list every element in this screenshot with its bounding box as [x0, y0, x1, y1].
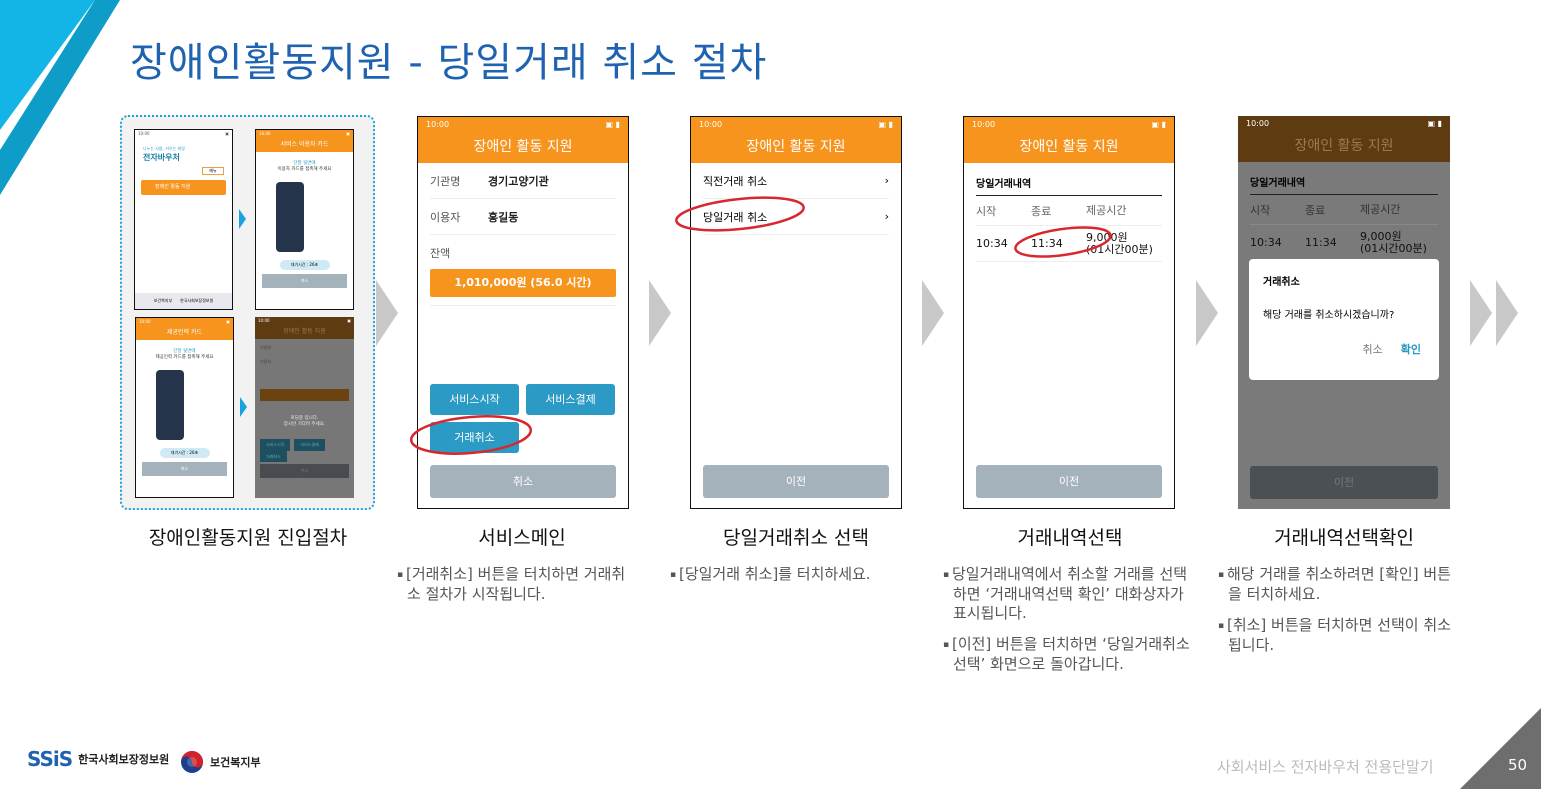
app-header: 장애인 활동 지원 [1238, 132, 1450, 162]
highlight-circle [675, 196, 805, 232]
brand: 전자바우처 [143, 153, 180, 162]
balance-label: 잔액 [430, 247, 451, 260]
caption-service-main: 서비스메인 [478, 527, 566, 549]
cancel-button[interactable]: 취소 [430, 465, 616, 498]
caption-entry: 장애인활동지원 진입절차 [148, 527, 348, 549]
description-service-main: [거래취소] 버튼을 터치하면 거래취소 절차가 시작됩니다. [397, 565, 637, 616]
mini-screen-provider-card: 10:00▣ 제공인력 카드 단말 뒷면에 제공인력 카드를 접촉해 주세요 대… [135, 317, 234, 498]
balance-value: 1,010,000원 (56.0 시간) [430, 269, 616, 297]
phone-image [276, 182, 304, 252]
mini-screen-home: 10:00▣ 나누는 사람, 키우는 희망 전자바우처 메뉴 장애인 활동 지원… [134, 129, 233, 310]
step-arrow-icon [922, 280, 944, 346]
app-header: 장애인 활동 지원 [964, 133, 1174, 163]
footer-logo-2: 한국사회보장정보원 [180, 298, 214, 303]
service-start-button[interactable]: 서비스시작 [430, 384, 519, 415]
entry-procedure-group: 10:00▣ 나누는 사람, 키우는 희망 전자바우처 메뉴 장애인 활동 지원… [120, 115, 375, 510]
prev-button[interactable]: 이전 [703, 465, 889, 498]
phone-image [156, 370, 184, 440]
cancel-button[interactable]: 취소 [262, 274, 347, 288]
highlight-circle [1014, 226, 1112, 258]
next-arrow-icon [1496, 280, 1518, 346]
description-transaction-confirm: 해당 거래를 취소하려면 [확인] 버튼을 터치하세요.[취소] 버튼을 터치하… [1218, 565, 1458, 667]
next-arrow-icon [1470, 280, 1492, 346]
document-title: 사회서비스 전자바우처 전용단말기 [1217, 758, 1434, 776]
menu-item-last-cancel[interactable]: 직전거래 취소› [703, 163, 889, 199]
ssis-logo: SSiS 한국사회보장정보원 [27, 747, 170, 771]
caption-transaction-confirm: 거래내역선택확인 [1274, 527, 1414, 549]
user-label: 이용자 [430, 210, 461, 224]
dialog-message: 해당 거래를 취소하시겠습니까? [1263, 310, 1395, 321]
corner-triangle [1460, 708, 1541, 789]
screen-same-day-cancel-select: 10:00▣ ▮ 장애인 활동 지원 직전거래 취소› 당일거래 취소› 이전 [690, 116, 902, 509]
step-arrow-icon [1196, 280, 1218, 346]
arrow-right-icon [239, 209, 246, 229]
cancel-button[interactable]: 취소 [142, 462, 227, 476]
prev-button[interactable]: 이전 [976, 465, 1162, 498]
taegeuk-icon [181, 751, 203, 773]
cancel-dialog: 거래취소 해당 거래를 취소하시겠습니까? 취소 확인 [1249, 259, 1439, 380]
step-arrow-icon [376, 280, 398, 346]
footer-logo-1: 보건복지부 [153, 298, 173, 303]
org-value: 경기고양기관 [488, 174, 549, 188]
app-header: 장애인 활동 지원 [691, 133, 901, 163]
dialog-cancel-button[interactable]: 취소 [1362, 343, 1383, 356]
org-label: 기관명 [430, 174, 461, 188]
description-cancel-select: [당일거래 취소]를 터치하세요. [670, 565, 920, 597]
activity-support-button[interactable]: 장애인 활동 지원 [141, 180, 226, 195]
service-pay-button[interactable]: 서비스결제 [526, 384, 615, 415]
brand-sub: 나누는 사람, 키우는 희망 [143, 146, 185, 151]
prev-button[interactable]: 이전 [1250, 466, 1438, 499]
menu-item-same-day-cancel[interactable]: 당일거래 취소› [703, 199, 889, 235]
dialog-confirm-button[interactable]: 확인 [1400, 343, 1421, 356]
page-number: 50 [1508, 756, 1528, 774]
mini-screen-user-card: 10:00▣ 서비스 이용자 카드 단말 뒷면에 이용자 카드를 접촉해 주세요… [255, 129, 354, 310]
cancel-transaction-button[interactable]: 거래취소 [430, 422, 519, 453]
user-value: 홍길동 [488, 210, 519, 224]
step-arrow-icon [649, 280, 671, 346]
corner-decoration [0, 0, 120, 195]
mohw-logo: 보건복지부 [180, 750, 261, 774]
app-header: 장애인 활동 지원 [418, 133, 628, 163]
mini-screen-loading: 10:00▣ 장애인 활동 지원 기관명 이용자 로딩중 입니다. 잠시만 기다… [255, 317, 354, 498]
section-title: 당일거래내역 [976, 175, 1162, 196]
dialog-title: 거래취소 [1263, 277, 1300, 288]
description-transaction-select: 당일거래내역에서 취소할 거래를 선택하면 ‘거래내역선택 확인’ 대화상자가 … [943, 565, 1193, 686]
menu-button[interactable]: 메뉴 [202, 167, 224, 175]
caption-transaction-select: 거래내역선택 [1017, 527, 1123, 549]
arrow-right-icon [240, 397, 247, 417]
highlight-circle [409, 415, 533, 455]
caption-cancel-select: 당일거래취소 선택 [723, 527, 869, 549]
page-title: 장애인활동지원 - 당일거래 취소 절차 [130, 40, 768, 86]
